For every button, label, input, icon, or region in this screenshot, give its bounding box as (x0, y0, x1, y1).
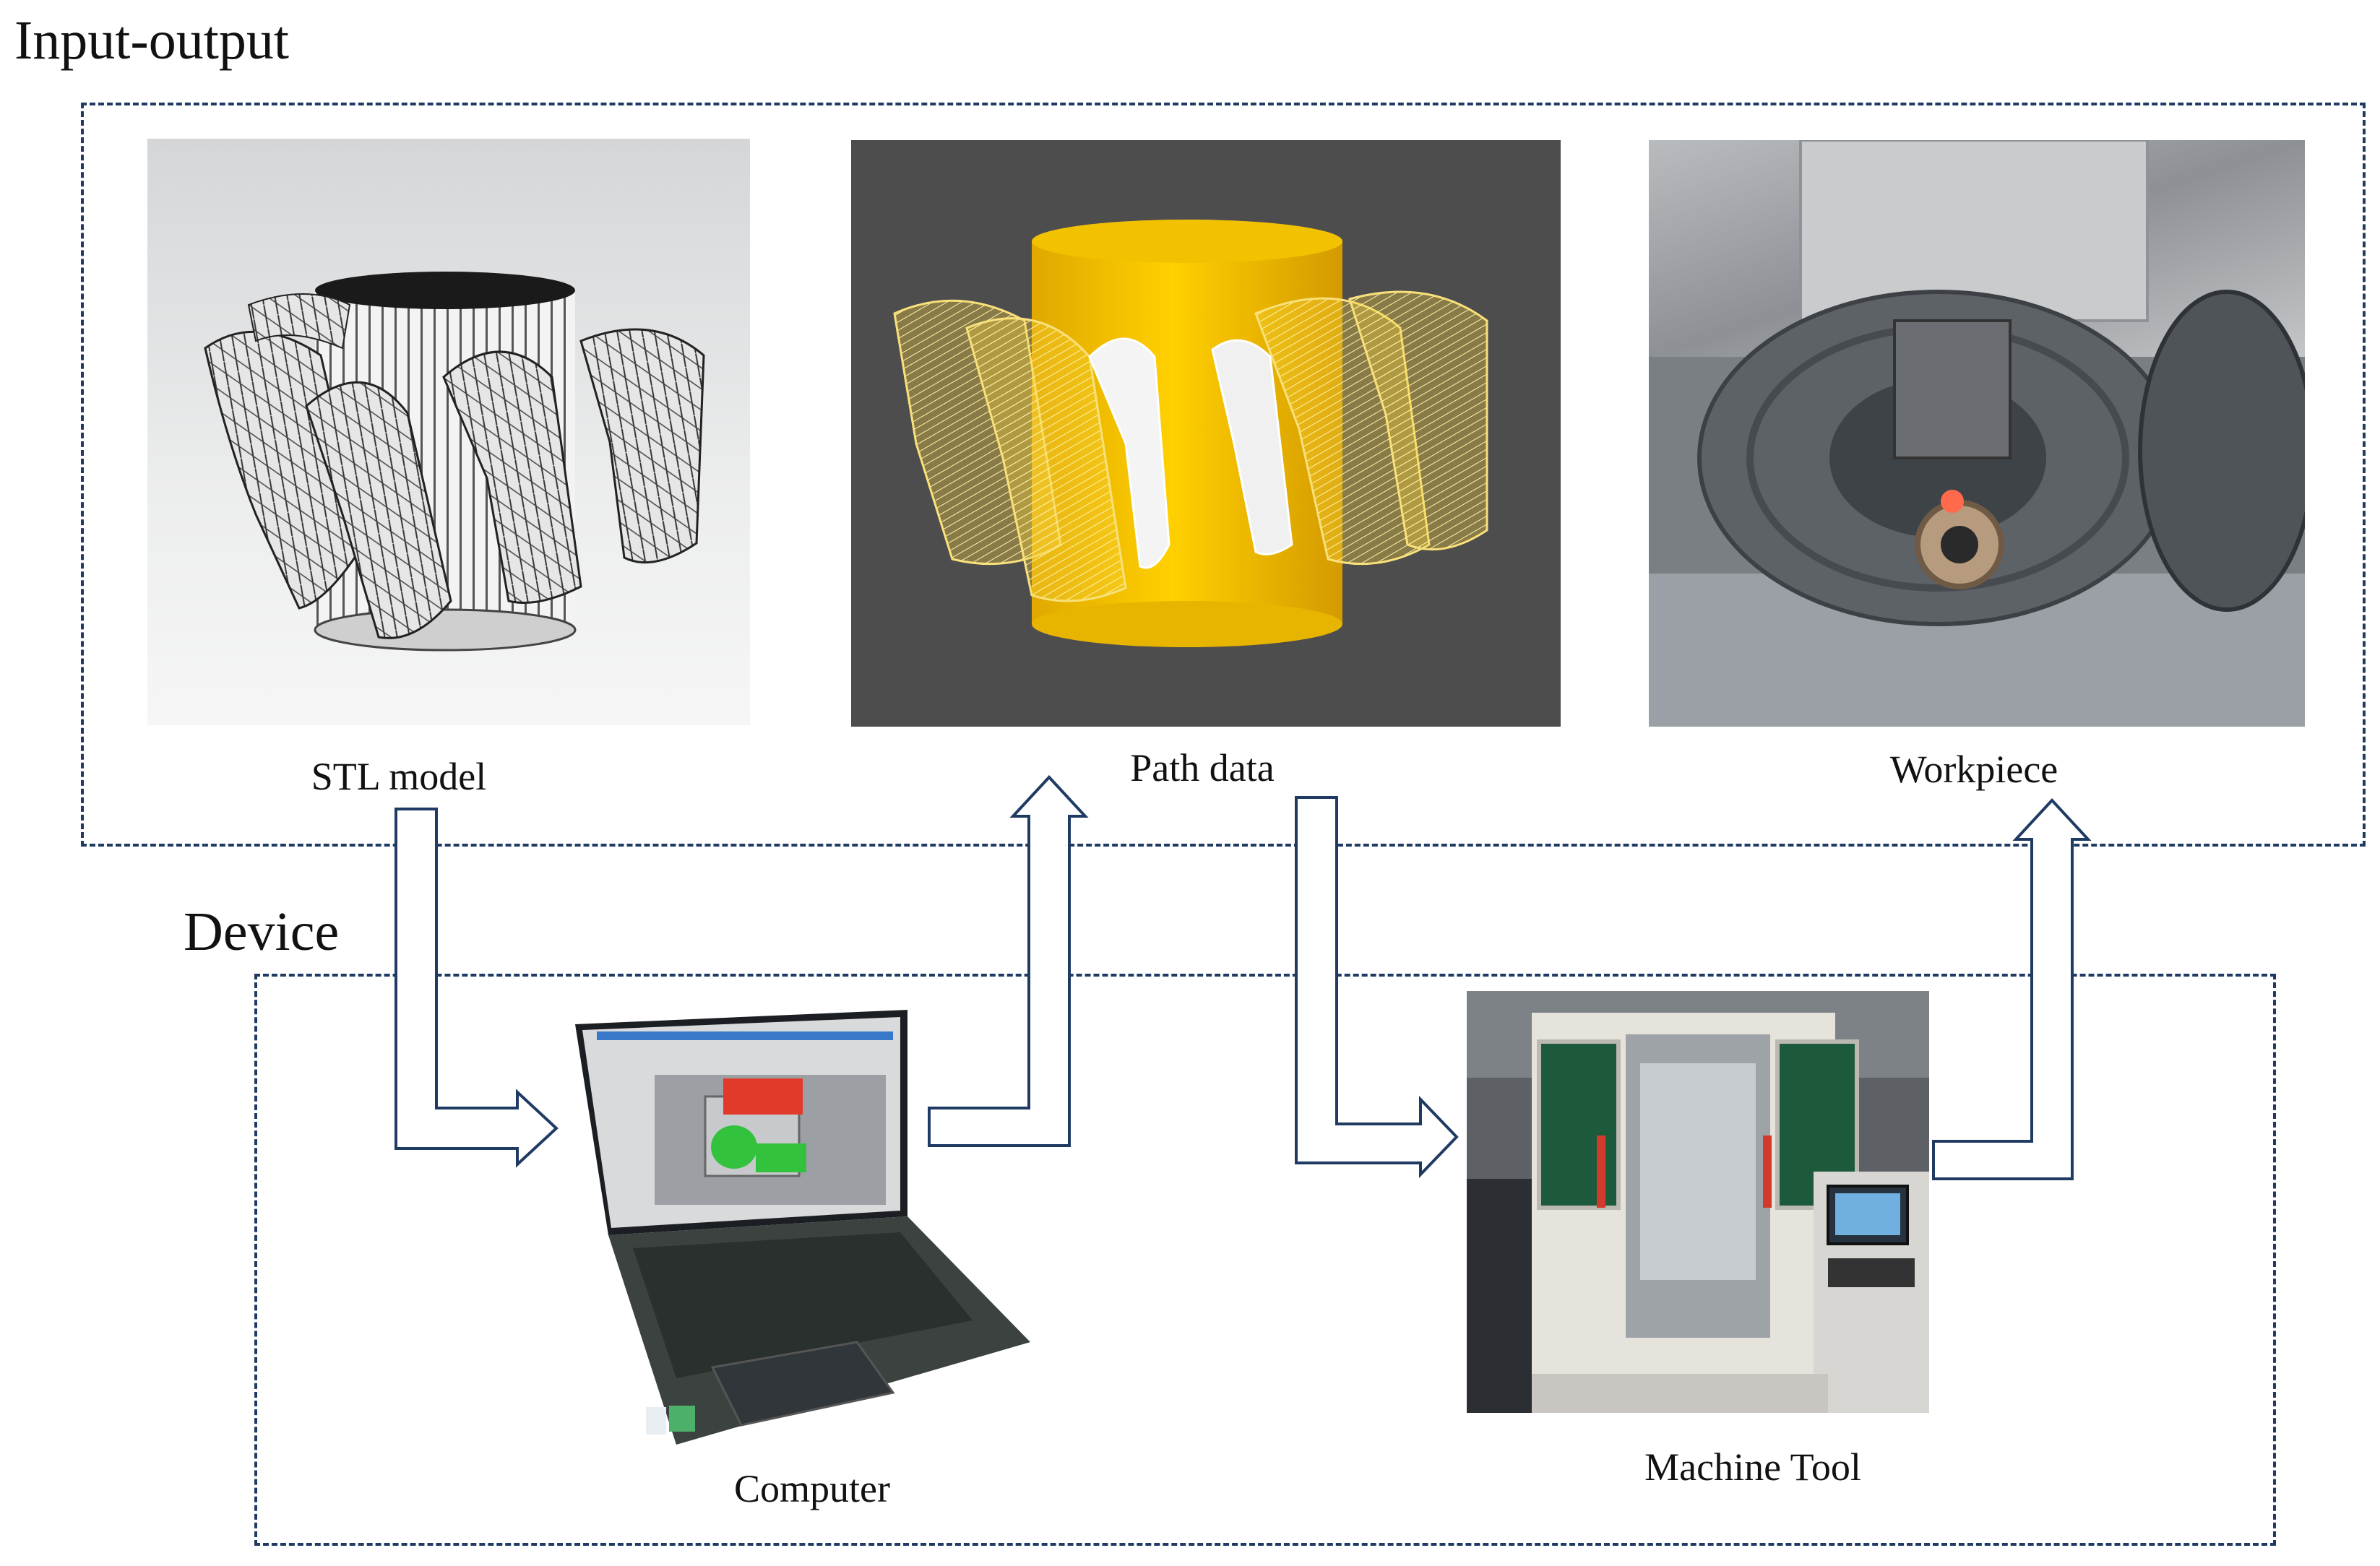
stl-model-image (147, 139, 750, 725)
stl-model-caption: STL model (311, 755, 487, 798)
path-data-caption: Path data (1130, 746, 1275, 790)
device-frame (254, 974, 2276, 1546)
input-output-title: Input-output (14, 10, 289, 71)
path-data-image (851, 140, 1561, 727)
machine-tool-caption: Machine Tool (1644, 1445, 1861, 1489)
workpiece-image (1649, 140, 2305, 727)
workpiece-caption: Workpiece (1889, 748, 2058, 791)
input-output-frame (81, 103, 2366, 847)
device-title: Device (184, 901, 340, 962)
machine-tool-image (1467, 991, 1929, 1413)
computer-image (568, 1003, 1030, 1450)
computer-caption: Computer (734, 1467, 890, 1510)
